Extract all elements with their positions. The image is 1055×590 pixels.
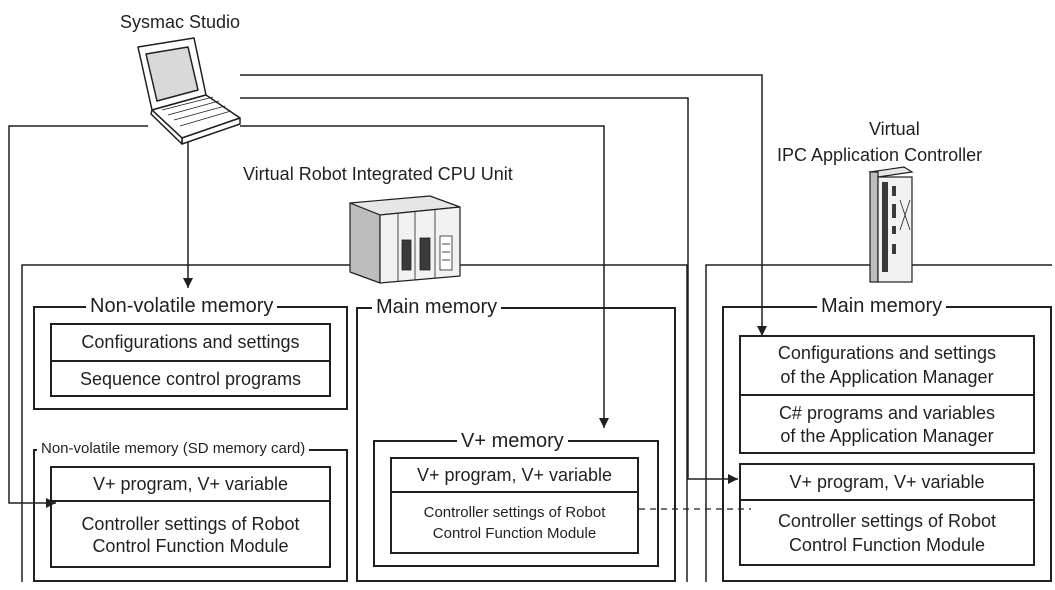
sd-card-memory-title: Non-volatile memory (SD memory card)	[37, 441, 310, 456]
sysmac-studio-title: Sysmac Studio	[120, 12, 241, 32]
ipc-title-line1: Virtual	[869, 119, 920, 139]
ipc-item-controller-settings: Controller settings of Robot Control Fun…	[741, 499, 1033, 566]
ipc-title-line2: IPC Application Controller	[777, 145, 983, 165]
arrow-to-vplus-memory	[240, 125, 609, 428]
sd-card-memory-list: V+ program, V+ variable Controller setti…	[50, 466, 331, 568]
cpu-unit-title: Virtual Robot Integrated CPU Unit	[243, 164, 513, 184]
ipc-item-vplus-program: V+ program, V+ variable	[789, 471, 985, 492]
sd-item-vplus-program: V+ program, V+ variable	[92, 473, 289, 494]
ipc-unit-frame	[705, 264, 1052, 582]
ipc-vplus-list: V+ program, V+ variable Controller setti…	[739, 463, 1035, 566]
arrow-to-ipc-config	[240, 74, 767, 336]
ipc-item-csharp: C# programs and variables of the Applica…	[741, 394, 1033, 454]
cpu-main-memory-box	[356, 307, 676, 582]
nonvolatile-item-config: Configurations and settings	[81, 332, 300, 352]
ipc-app-manager-list: Configurations and settings of the Appli…	[739, 335, 1035, 454]
arrow-to-sd-card	[8, 125, 148, 508]
vplus-memory-list: V+ program, V+ variable Controller setti…	[390, 457, 639, 554]
vplus-item-controller-settings: Controller settings of Robot Control Fun…	[392, 491, 637, 554]
sd-item-controller-settings: Controller settings of Robot Control Fun…	[52, 500, 329, 568]
nonvolatile-memory-list: Configurations and settings Sequence con…	[50, 323, 331, 397]
vplus-item-program: V+ program, V+ variable	[416, 464, 613, 485]
arrow-to-ipc-vplus	[240, 97, 738, 484]
ipc-item-config: Configurations and settings of the Appli…	[777, 343, 997, 387]
nonvolatile-item-sequence: Sequence control programs	[52, 360, 329, 397]
ipc-main-memory-title: Main memory	[817, 296, 947, 316]
vplus-memory-title: V+ memory	[457, 431, 568, 451]
cpu-main-memory-title: Main memory	[372, 297, 502, 317]
nonvolatile-memory-title: Non-volatile memory	[86, 296, 278, 316]
